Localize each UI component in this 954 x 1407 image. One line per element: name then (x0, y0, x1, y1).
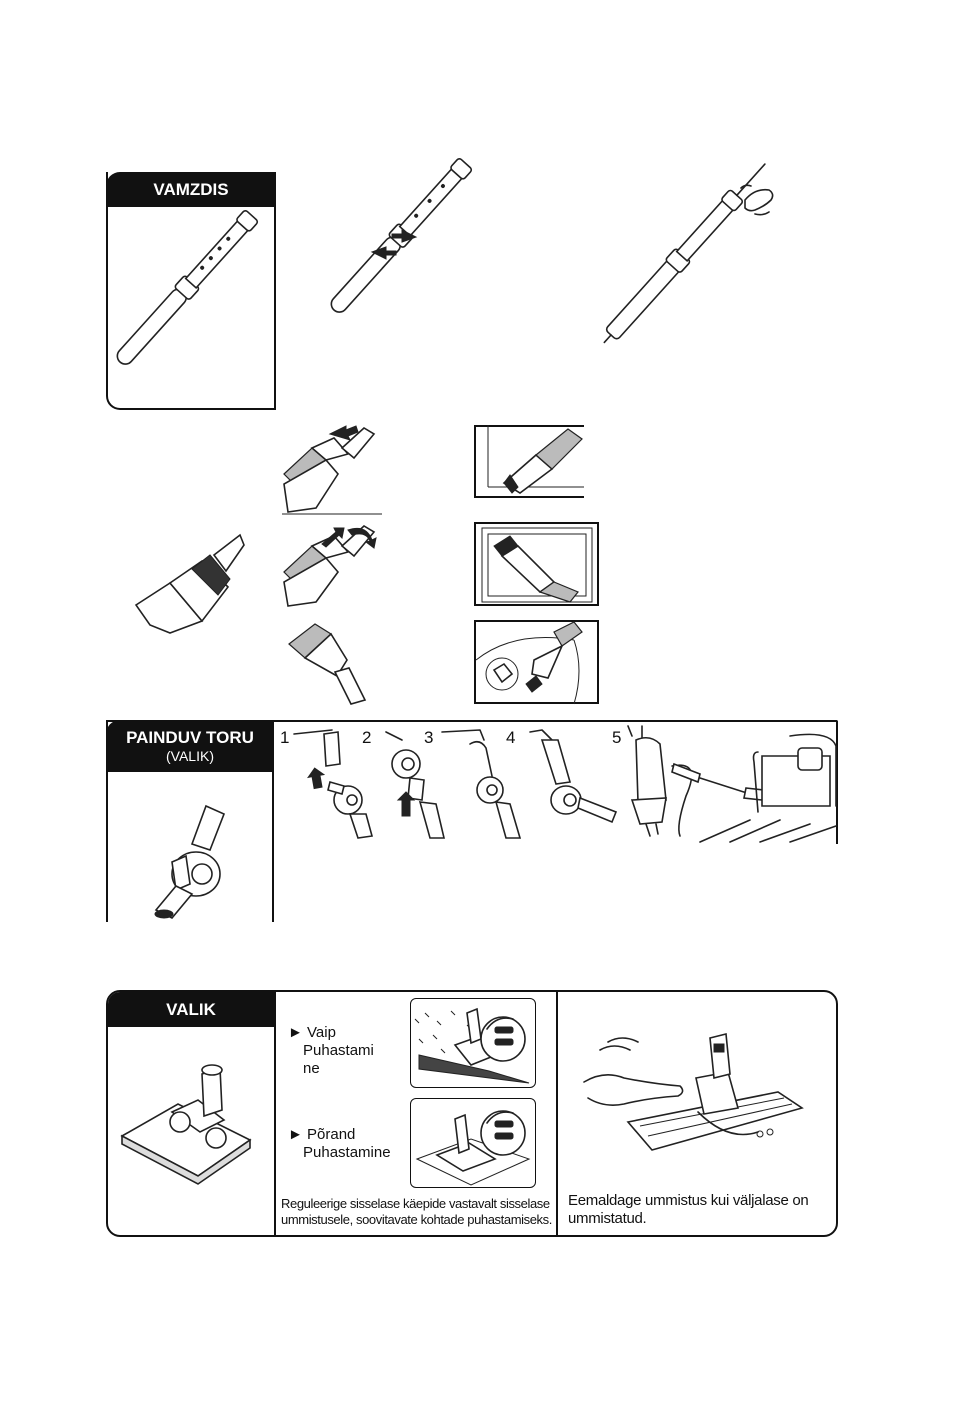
carpet-line1: Vaip (307, 1024, 336, 1041)
telescopic-pipe-illustration (106, 172, 276, 410)
pipe-section: VAMZDIS (106, 172, 276, 410)
carpet-image-frame (410, 998, 536, 1088)
carpet-line2: Puhastami (288, 1042, 374, 1059)
nozzle-divider-1 (274, 992, 276, 1235)
adjust-note-line1: Reguleerige sisselase käepide vastavalt … (281, 1196, 556, 1212)
floor-nozzle-small-illustration (411, 1099, 537, 1189)
crevice-use-door-illustration (474, 522, 599, 606)
nozzle-label: VALIK (108, 992, 274, 1027)
hand-icon (741, 185, 773, 214)
arrow-up-icon (307, 767, 326, 789)
adjust-note: Reguleerige sisselase käepide vastavalt … (281, 1196, 556, 1228)
crevice-use-sofa-illustration (474, 620, 599, 704)
crevice-rotate-illustration (282, 522, 382, 608)
clog-removal-illustration (578, 1022, 818, 1172)
nozzle-section: VALIK ► Vaip Puhastami ne ► Põran (106, 990, 838, 1237)
clog-note: Eemaldage ummistus kui väljalase on ummi… (568, 1192, 836, 1228)
pipe-extend-illustration (595, 180, 785, 345)
clog-note-line1: Eemaldage ummistus kui väljalase on (568, 1192, 836, 1210)
crevice-use-window-illustration (474, 425, 594, 500)
carpet-arrow-icon: ► (288, 1024, 303, 1041)
carpet-line3: ne (288, 1060, 320, 1077)
crevice-attach-illustration (282, 424, 382, 514)
floor-line1: Põrand (307, 1126, 355, 1143)
adjust-note-line2: ummistusele, soovitavate kohtade puhasta… (281, 1212, 556, 1228)
flex-joint-illustration (136, 800, 246, 920)
clog-note-line2: ummistatud. (568, 1210, 836, 1228)
flex-steps-illustration (280, 726, 836, 844)
carpet-nozzle-illustration (411, 999, 537, 1089)
floor-line2: Puhastamine (288, 1144, 391, 1161)
floor-mode-text: ► Põrand Puhastamine (288, 1126, 408, 1162)
flex-hose-label-line1: PAINDUV TORU (106, 720, 274, 748)
pipe-adjust-illustration (320, 180, 490, 330)
crevice-brush-illustration (285, 620, 385, 706)
floor-image-frame (410, 1098, 536, 1188)
nozzle-divider-2 (556, 992, 558, 1235)
floor-arrow-icon: ► (288, 1126, 303, 1143)
carpet-mode-text: ► Vaip Puhastami ne (288, 1024, 398, 1078)
flex-hose-label-line2: (VALIK) (106, 748, 274, 764)
flex-hose-label: PAINDUV TORU (VALIK) (106, 720, 274, 772)
crevice-tool-illustration (130, 525, 250, 635)
floor-nozzle-illustration (118, 1052, 268, 1182)
